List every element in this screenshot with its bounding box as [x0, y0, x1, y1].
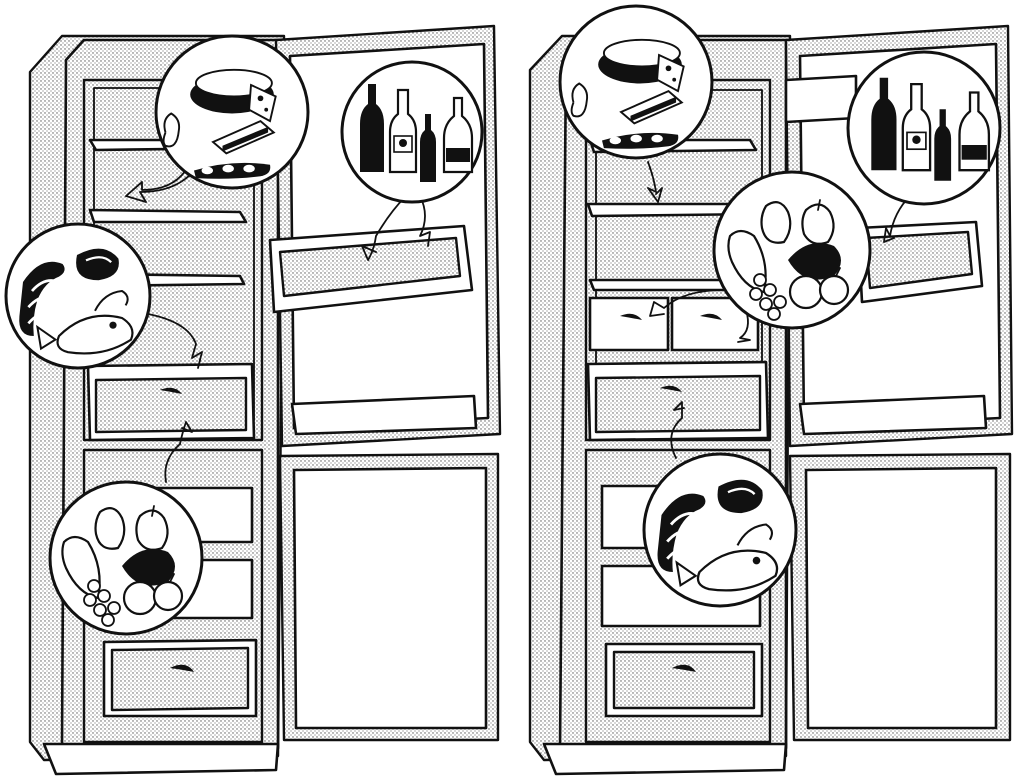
bubble-meat-fish-right	[642, 452, 798, 608]
bubble-fruit-veg-left	[48, 480, 204, 636]
left-door-bottom-rack	[290, 394, 478, 436]
right-veg-drawer-left	[588, 296, 670, 352]
bubble-bottles-right	[846, 50, 1002, 206]
bubble-cheese-deli-left	[154, 34, 310, 190]
bubble-meat-fish-left	[4, 222, 152, 370]
bubble-cheese-deli-right	[558, 4, 714, 160]
bubble-bottles-left	[340, 60, 484, 204]
bubble-fruit-veg-right	[712, 170, 872, 330]
left-shelf-2	[88, 208, 248, 224]
right-door-bottom-rack	[798, 394, 988, 436]
